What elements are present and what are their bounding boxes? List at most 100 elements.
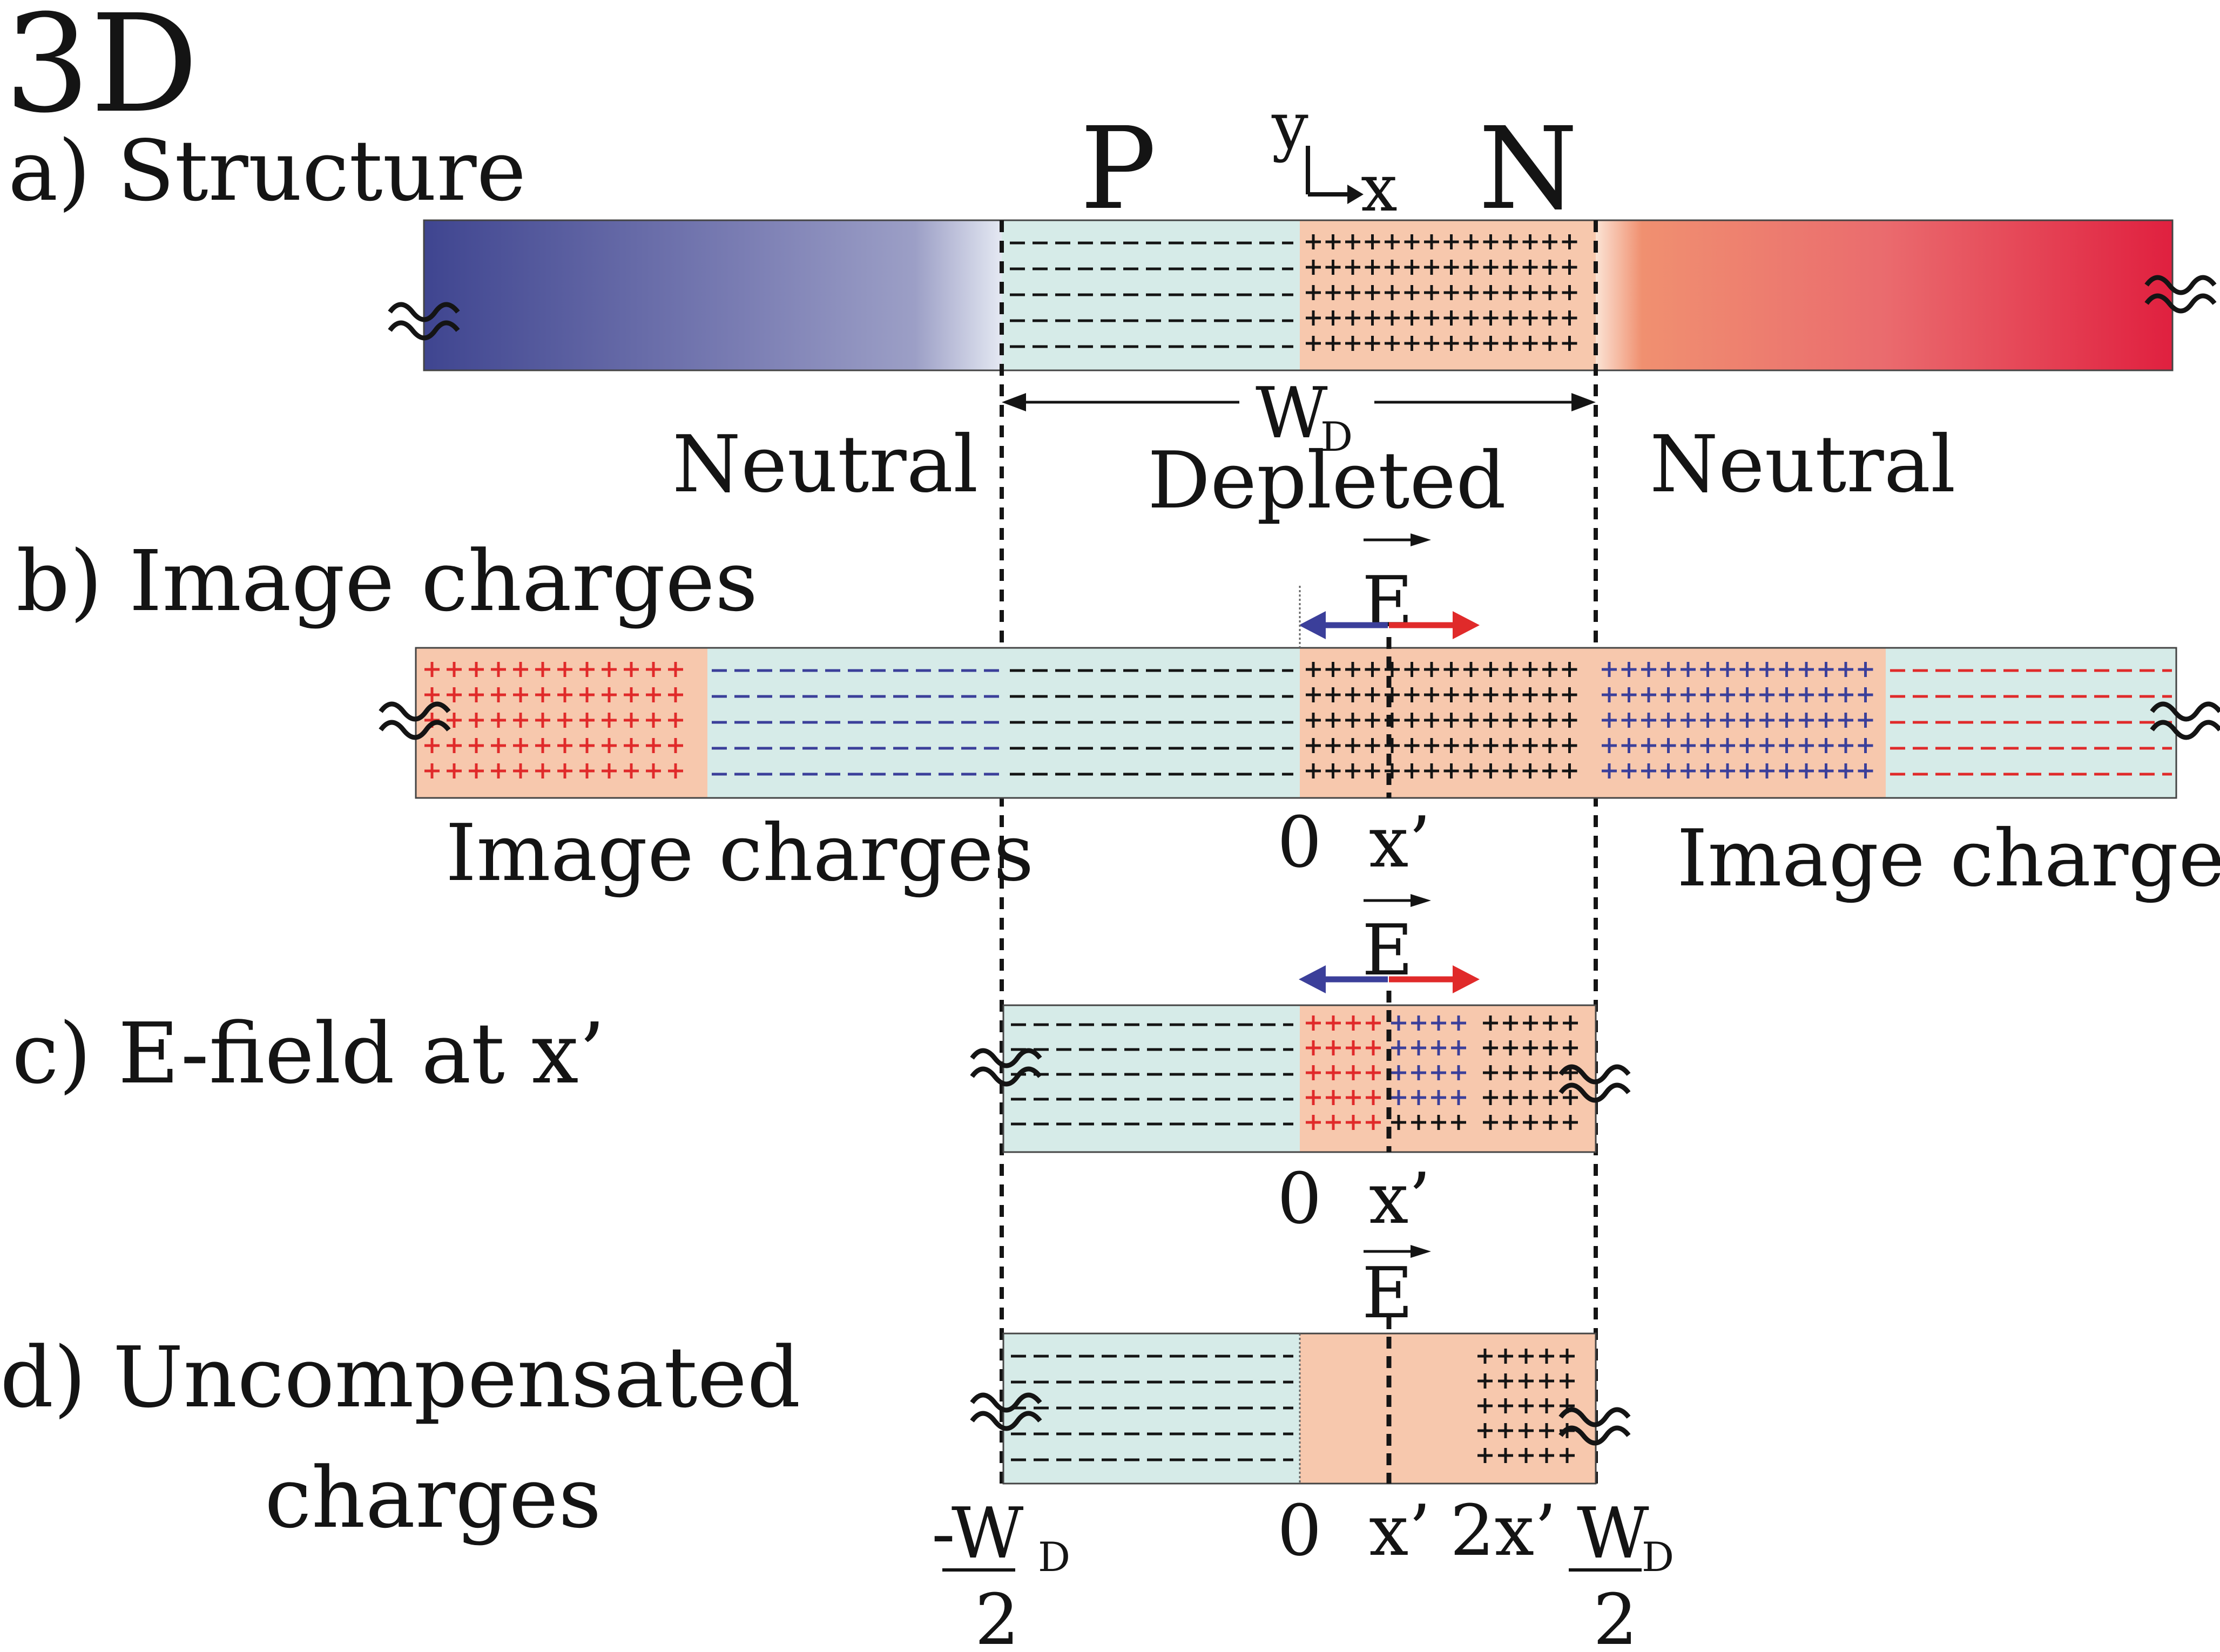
plus-charge xyxy=(579,687,595,702)
plus-charge xyxy=(1424,763,1439,778)
plus-charge xyxy=(1522,763,1538,778)
plus-charge xyxy=(1522,713,1538,728)
plus-charge xyxy=(1431,1040,1446,1055)
plus-charge xyxy=(1503,763,1518,778)
plus-charge xyxy=(1661,662,1676,677)
plus-charge xyxy=(1562,260,1577,275)
plus-charge xyxy=(1345,234,1360,249)
tick-left-subscript: D xyxy=(1038,1533,1070,1581)
plus-charge xyxy=(1325,285,1341,300)
plus-charge xyxy=(1539,1349,1554,1364)
plus-charge xyxy=(1463,713,1479,728)
plus-charge xyxy=(1543,1090,1558,1105)
plus-charge xyxy=(1720,713,1735,728)
plus-charge xyxy=(1483,1090,1498,1105)
plus-charge xyxy=(424,687,440,702)
plus-charge xyxy=(624,738,639,753)
structure-outline xyxy=(423,219,2174,371)
plus-charge xyxy=(1641,763,1656,778)
plus-charge xyxy=(1543,1015,1558,1031)
break-mark-icon xyxy=(970,1048,1042,1087)
donor-charges xyxy=(1306,234,1577,351)
plus-charge xyxy=(579,763,595,778)
plus-charge xyxy=(1411,1015,1426,1031)
plus-charge xyxy=(1542,738,1557,753)
plus-charge xyxy=(491,763,506,778)
plus-charge xyxy=(1799,687,1814,702)
plus-charge xyxy=(1720,738,1735,753)
plus-charge xyxy=(1661,687,1676,702)
tick-right-numerator: W xyxy=(1577,1492,1649,1574)
plus-charge xyxy=(1483,1040,1498,1055)
plus-charge xyxy=(1325,738,1341,753)
image-charges-right-label: Image charges xyxy=(1677,813,2220,904)
plus-charge xyxy=(1542,234,1557,249)
plus-charge xyxy=(513,687,528,702)
plus-charge xyxy=(1306,310,1321,326)
plus-charge xyxy=(1365,310,1380,326)
plus-charge xyxy=(1661,738,1676,753)
plus-charge xyxy=(1463,336,1479,351)
plus-charge xyxy=(1365,738,1380,753)
panel-d-label-line2: charges xyxy=(265,1449,602,1547)
plus-charge xyxy=(1463,234,1479,249)
plus-charge xyxy=(1838,687,1853,702)
plus-charge xyxy=(1443,738,1459,753)
plus-charge xyxy=(1326,1115,1341,1130)
c-p-region xyxy=(1003,1005,1300,1152)
plus-charge xyxy=(1325,687,1341,702)
plus-charge xyxy=(1365,336,1380,351)
plus-charge xyxy=(1563,1040,1578,1055)
plus-charge xyxy=(447,738,462,753)
plus-charge xyxy=(1306,234,1321,249)
plus-charge xyxy=(1326,1090,1341,1105)
plus-charge xyxy=(1539,1448,1554,1463)
plus-charge xyxy=(1325,713,1341,728)
tick-zero-label: 0 xyxy=(1277,1489,1322,1572)
plus-charge xyxy=(1483,336,1499,351)
plus-charge xyxy=(1503,1040,1518,1055)
plus-charge xyxy=(1477,1349,1493,1364)
plus-charge xyxy=(1325,662,1341,677)
plus-charge xyxy=(513,713,528,728)
plus-charge xyxy=(1522,260,1538,275)
plus-charge xyxy=(1463,285,1479,300)
width-label: W xyxy=(1256,372,1328,454)
plus-charge xyxy=(668,763,683,778)
tick-2x-prime-label: 2x’ xyxy=(1450,1489,1556,1572)
panel-a-label: a) Structure xyxy=(8,122,526,220)
plus-charge xyxy=(1451,1115,1466,1130)
plus-charge xyxy=(1563,1015,1578,1031)
plus-charge xyxy=(1560,1373,1575,1389)
plus-charge xyxy=(1641,662,1656,677)
plus-charge xyxy=(1365,763,1380,778)
plus-charge xyxy=(1326,1040,1341,1055)
plus-charge xyxy=(1522,310,1538,326)
tick-right-denominator: 2 xyxy=(1593,1579,1638,1652)
plus-charge xyxy=(1720,763,1735,778)
plus-charge xyxy=(1325,260,1341,275)
plus-charge xyxy=(513,738,528,753)
image-region-center-n xyxy=(1300,648,1596,798)
plus-charge xyxy=(1542,336,1557,351)
plus-charge xyxy=(1404,662,1420,677)
plus-charge xyxy=(1759,738,1774,753)
plus-charge xyxy=(1411,1040,1426,1055)
break-mark-icon xyxy=(379,701,451,740)
plus-charge xyxy=(1345,310,1360,326)
plus-charge xyxy=(1519,1423,1534,1438)
plus-charge xyxy=(1498,1373,1513,1389)
plus-charge xyxy=(1700,713,1716,728)
plus-charge xyxy=(646,763,661,778)
plus-charge xyxy=(1720,662,1735,677)
vector-arrow-icon xyxy=(1364,533,1431,546)
plus-charge xyxy=(491,738,506,753)
plus-charge xyxy=(1503,285,1518,300)
plus-charge xyxy=(1424,234,1439,249)
plus-charge xyxy=(1759,763,1774,778)
plus-charge xyxy=(491,713,506,728)
plus-charge xyxy=(1365,285,1380,300)
plus-charge xyxy=(1365,234,1380,249)
plus-charge xyxy=(1451,1090,1466,1105)
plus-charge xyxy=(535,763,550,778)
